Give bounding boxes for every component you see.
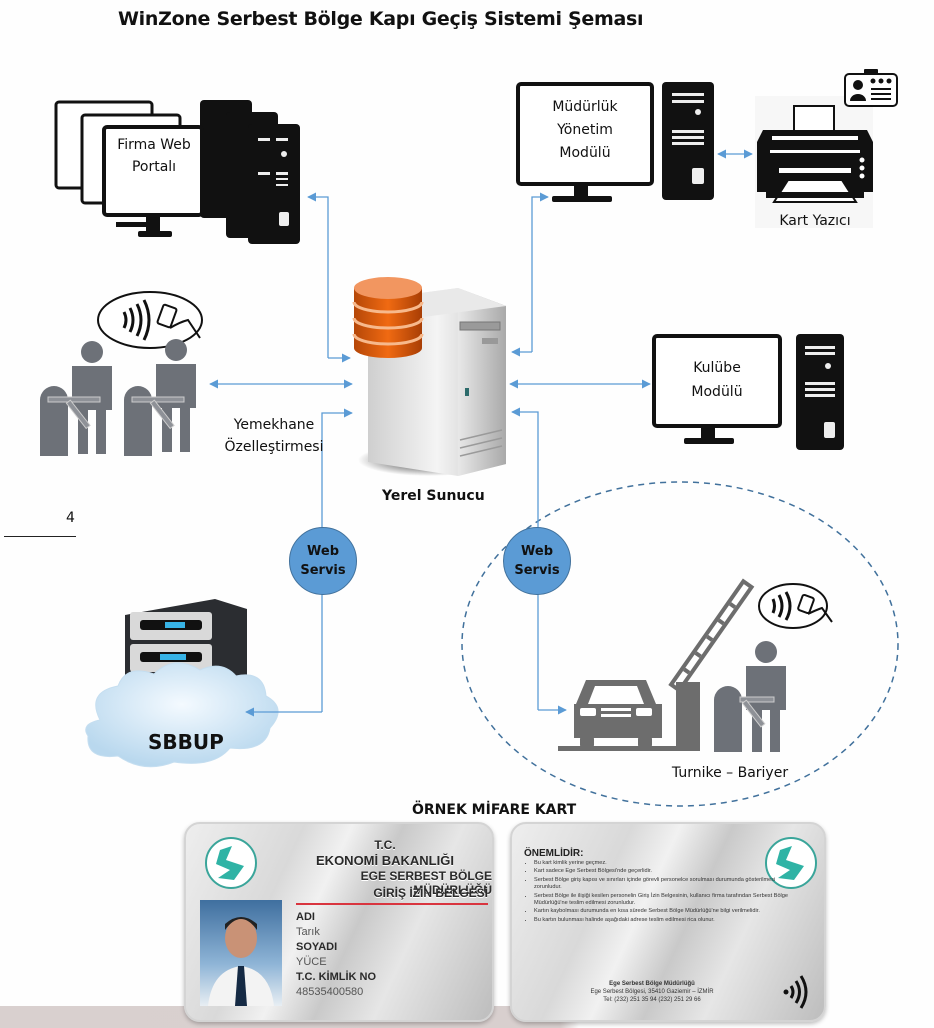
card-name-value: Tarık (296, 926, 320, 938)
card-front-ministry: EKONOMİ BAKANLIĞI (316, 853, 454, 868)
firma-web-portal-line1: Firma Web (117, 137, 191, 153)
sbbup-label: SBBUP (148, 730, 224, 754)
connector-mudurluk (531, 192, 549, 352)
mifare-card-back: ÖNEMLİDİR: Bu kart kimlik yerine geçmez.… (510, 822, 826, 1022)
mudurluk-computer-icon (516, 82, 714, 202)
card-printer-icon (755, 96, 873, 228)
yemekhane-line1: Yemekhane (233, 417, 315, 433)
card-back-org: Ege Serbest Bölge Müdürlüğü (609, 981, 695, 987)
card-back-item: Kart sadece Ege Serbest Bölgesi'nde geçe… (534, 868, 804, 875)
card-front-directorate: EGE SERBEST BÖLGE MÜDÜRLÜĞÜ (360, 869, 492, 897)
firma-web-portal-line2: Portalı (131, 159, 177, 175)
card-photo (200, 900, 282, 1006)
web-servis-right-line1: Web (521, 544, 553, 559)
card-section-heading: ÖRNEK MİFARE KART (412, 802, 577, 818)
card-name-label: ADI (296, 911, 315, 923)
card-back-item: Kartın kaybolması durumunda en kısa süre… (534, 908, 804, 915)
yerel-sunucu-label: Yerel Sunucu (382, 488, 485, 504)
ege-logo-back-icon (765, 837, 817, 889)
field-zone-dashed-ellipse (461, 481, 899, 807)
mifare-card-front: T.C. EKONOMİ BAKANLIĞI EGE SERBEST BÖLGE… (184, 822, 494, 1022)
connector-portal (307, 192, 329, 358)
card-front-red-rule (296, 903, 488, 905)
card-back-item: Bu kartın bulunması halinde aşağıdaki ad… (534, 917, 804, 924)
diagram-title: WinZone Serbest Bölge Kapı Geçiş Sistemi… (118, 8, 644, 30)
card-surname-label: SOYADI (296, 941, 338, 953)
web-servis-right-node: Web Servis (503, 527, 571, 595)
connector-sbbup (321, 408, 353, 712)
kart-yazici-label: Kart Yazıcı (779, 213, 851, 229)
barrier-person-turnstile-icon (714, 583, 833, 752)
card-id-value: 48535400580 (296, 986, 364, 998)
kulube-line2: Modülü (691, 384, 743, 400)
nfc-icon (783, 975, 808, 1009)
web-servis-right-line2: Servis (514, 563, 560, 578)
barrier-car-icon (558, 578, 755, 751)
firma-web-portal-computers-icon (54, 100, 300, 244)
sbbup-cloud-server-icon (85, 599, 279, 768)
card-front-tc: T.C. (374, 838, 396, 852)
card-back-phone: Tel: (232) 251 35 94 (232) 251 29 66 (603, 997, 701, 1003)
web-servis-left-line2: Servis (300, 563, 346, 578)
person-photo-icon (208, 917, 274, 1006)
mudurluk-label: Müdürlük Yönetim Modülü (520, 96, 650, 165)
yemekhane-line2: Özelleştirmesi (224, 439, 324, 455)
ege-logo-icon (205, 837, 257, 889)
kulube-computer-icon (652, 334, 844, 450)
kulube-line1: Kulübe (693, 360, 741, 376)
page-number-rule (4, 536, 76, 537)
yemekhane-label: Yemekhane Özelleştirmesi (204, 414, 344, 458)
page-number: 4 (66, 510, 75, 526)
connectors (209, 149, 753, 717)
card-surname-value: YÜCE (296, 956, 327, 968)
card-back-address: Ege Serbest Bölgesi, 35410 Gaziemir – İZ… (590, 989, 714, 995)
card-id-label: T.C. KİMLİK NO (296, 971, 377, 983)
card-back-item: Serbest Bölge giriş kapısı ve sınırları … (534, 877, 804, 892)
mudurluk-line1: Müdürlük (552, 99, 618, 115)
connector-barrier (511, 407, 539, 710)
id-badge-icon (844, 69, 898, 107)
web-servis-left-line1: Web (307, 544, 339, 559)
database-icon (352, 277, 424, 358)
web-servis-left-node: Web Servis (289, 527, 357, 595)
card-back-item: Bu kart kimlik yerine geçmez. (534, 860, 804, 867)
card-back-item: Serbest Bölge ile ilişiği kesilen person… (534, 893, 804, 908)
mudurluk-line2: Yönetim (557, 122, 613, 138)
card-front-permit: GİRİŞ İZİN BELGESİ (373, 886, 488, 900)
mudurluk-line3: Modülü (559, 145, 611, 161)
kulube-label: Kulübe Modülü (656, 356, 778, 404)
turnike-bariyer-label: Turnike – Bariyer (671, 765, 789, 781)
firma-web-portal-label: Firma Web Portalı (106, 134, 202, 178)
yemekhane-turnstile-icon (40, 291, 203, 456)
card-back-heading: ÖNEMLİDİR: (524, 848, 584, 859)
